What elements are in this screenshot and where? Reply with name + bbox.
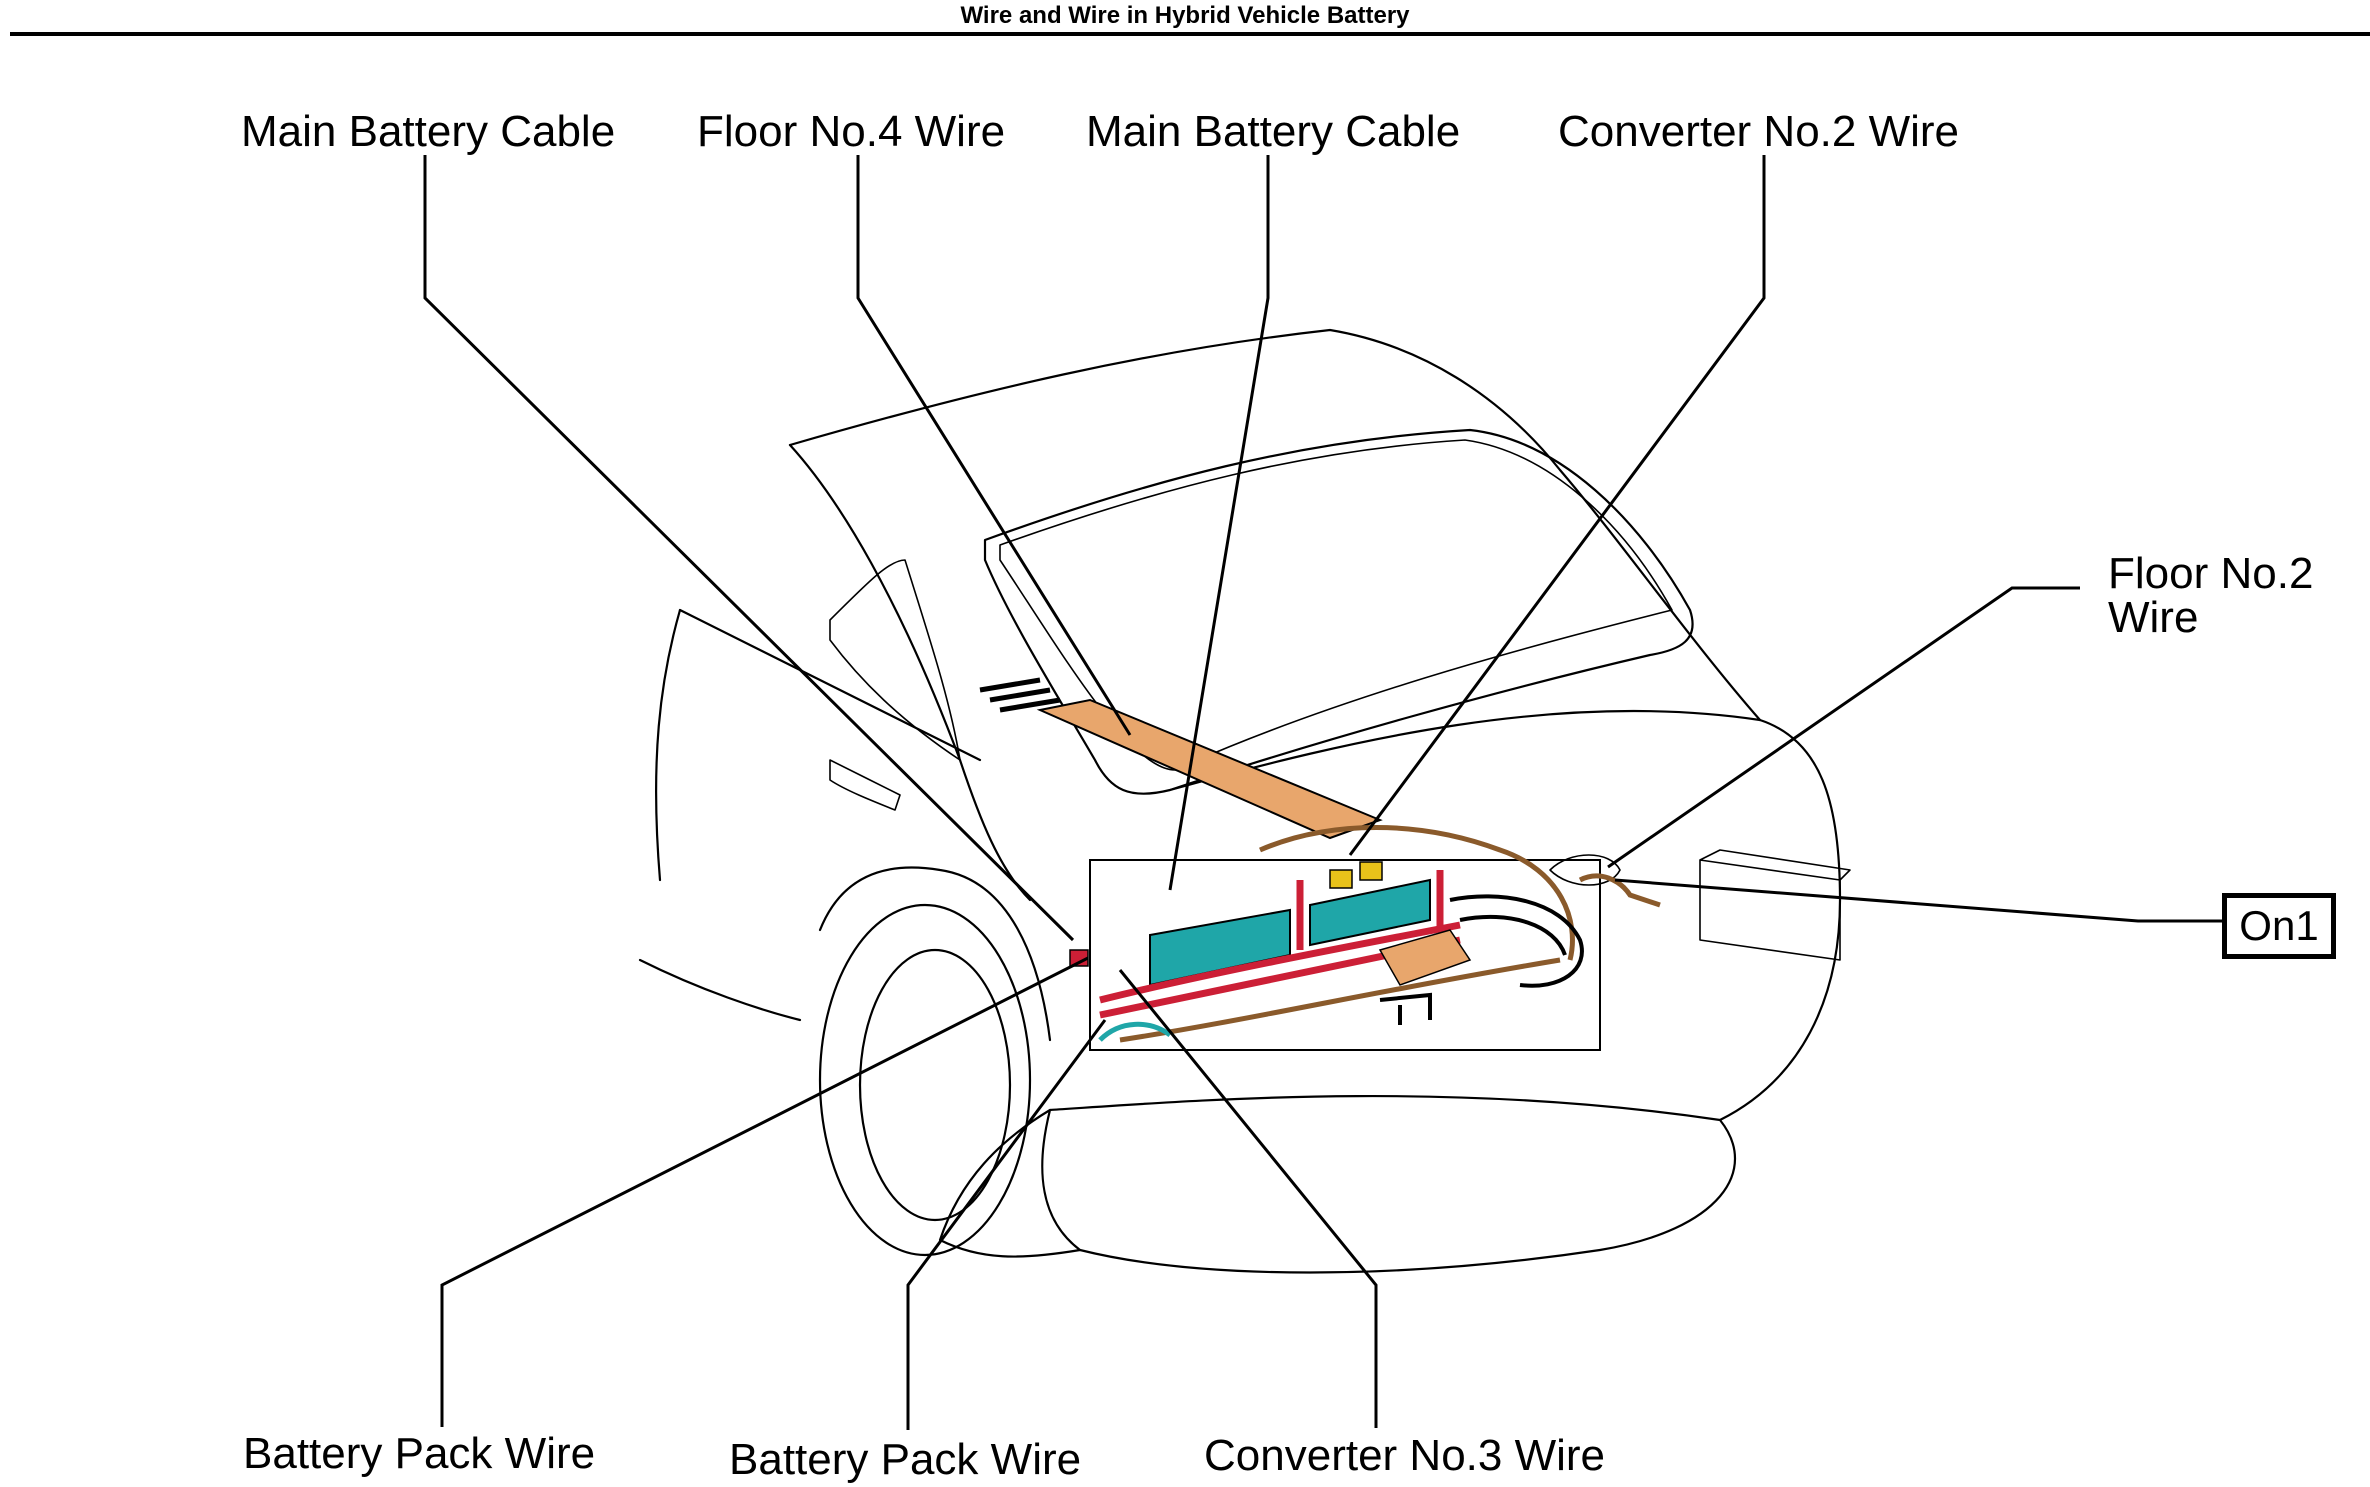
trunk-lid: [1168, 709, 1842, 1122]
title-rule: [10, 32, 2370, 36]
leader-main-battery-cable-2: [1168, 155, 1270, 891]
battery-pack-wire-teal: [1098, 1021, 1172, 1042]
callout-floor-no2-line1: Floor No.2: [2108, 549, 2314, 598]
roof-line: [788, 328, 1762, 722]
callout-converter-no2-wire: Converter No.2 Wire: [1558, 107, 1960, 156]
rear-wheel-inner: [858, 948, 1012, 1222]
leader-on1: [1614, 878, 2222, 923]
leader-lines: [423, 155, 2222, 1430]
callout-floor-no2-line2: Wire: [2108, 593, 2199, 642]
leader-converter-no3-wire: [1118, 969, 1378, 1428]
leader-battery-pack-wire-1: [440, 956, 1089, 1427]
door-handle: [829, 759, 901, 811]
rear-bumper: [1041, 1094, 1737, 1274]
callout-converter-no3-wire: Converter No.3 Wire: [1204, 1431, 1606, 1480]
connector-yellow: [1329, 869, 1353, 889]
rear-wheel-outer: [818, 903, 1032, 1257]
location-code-box: On1: [2222, 893, 2336, 959]
callout-main-battery-cable-left: Main Battery Cable: [241, 107, 616, 156]
fuel-lid: [1549, 854, 1621, 886]
wire-bundle-black: [1449, 894, 1584, 988]
leader-converter-no2-wire: [1348, 155, 1766, 856]
converter-no3-wire: [1379, 992, 1432, 1025]
wheel-arch: [818, 866, 1052, 1042]
page-title: Wire and Wire in Hybrid Vehicle Battery: [960, 2, 1410, 29]
callout-battery-pack-wire-left: Battery Pack Wire: [243, 1429, 596, 1478]
floor-no4-wire-strip: [1036, 698, 1383, 840]
floor-no2-wire-run: [1578, 873, 1661, 908]
side-window: [829, 559, 961, 761]
main-battery-cable-red-2: [1296, 870, 1444, 950]
callout-floor-no4-wire: Floor No.4 Wire: [697, 107, 1006, 156]
side-body-line: [678, 608, 982, 762]
aux-battery-box: [1699, 849, 1851, 961]
callout-main-battery-cable-right: Main Battery Cable: [1086, 107, 1461, 156]
door-line: [638, 958, 802, 1022]
bracket-orange: [1378, 929, 1472, 986]
wire-bundle-brown: [1119, 825, 1575, 1043]
battery-module-teal-2: [1309, 878, 1431, 947]
rear-window-outer: [983, 428, 1694, 795]
connector-yellow-2: [1359, 861, 1383, 881]
harness-assembly: [979, 677, 1661, 1051]
c-pillar: [788, 443, 1032, 902]
callout-battery-pack-wire-center: Battery Pack Wire: [729, 1435, 1082, 1484]
leader-battery-pack-wire-2: [906, 1019, 1107, 1430]
battery-enclosure: [1089, 859, 1601, 1051]
floor-no4-wire-stub: [979, 677, 1061, 713]
leader-main-battery-cable-1: [423, 155, 1075, 942]
body-lower: [655, 608, 682, 882]
leader-floor-no4-wire: [856, 155, 1132, 736]
leader-floor-no2-wire: [1607, 586, 2080, 869]
